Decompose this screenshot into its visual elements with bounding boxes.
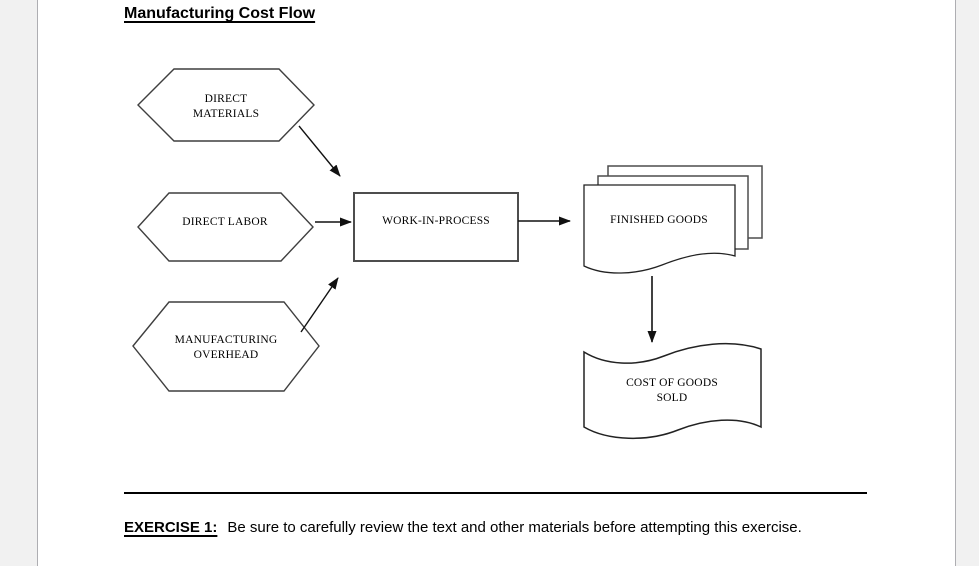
cost-flow-diagram bbox=[124, 68, 867, 494]
cost-of-goods-sold-wave bbox=[583, 342, 762, 440]
arrow-direct-materials-to-wip bbox=[298, 125, 341, 177]
work-in-process-rectangle bbox=[353, 192, 519, 262]
manufacturing-overhead-hexagon bbox=[132, 301, 320, 392]
direct-labor-hexagon bbox=[137, 192, 314, 262]
exercise-heading: EXERCISE 1: bbox=[124, 519, 218, 536]
direct-materials-label: DIRECT MATERIALS bbox=[192, 93, 260, 120]
document-page: Manufacturing Cost Flow bbox=[37, 0, 956, 566]
arrow-overhead-to-wip bbox=[300, 277, 339, 333]
cost-of-goods-sold-label: COST OF GOODS SOLD bbox=[626, 377, 718, 404]
direct-labor-label: DIRECT LABOR bbox=[182, 216, 268, 228]
direct-materials-hexagon bbox=[137, 68, 315, 142]
page-title: Manufacturing Cost Flow bbox=[124, 5, 316, 22]
work-in-process-label: WORK-IN-PROCESS bbox=[382, 215, 490, 227]
finished-goods-label: FINISHED GOODS bbox=[610, 214, 708, 226]
manufacturing-overhead-label: MANUFACTURING OVERHEAD bbox=[174, 334, 278, 361]
exercise-text: Be sure to carefully review the text and… bbox=[227, 519, 802, 536]
finished-goods-front-sheet bbox=[583, 184, 736, 274]
exercise-paragraph: EXERCISE 1: Be sure to carefully review t… bbox=[124, 518, 869, 538]
